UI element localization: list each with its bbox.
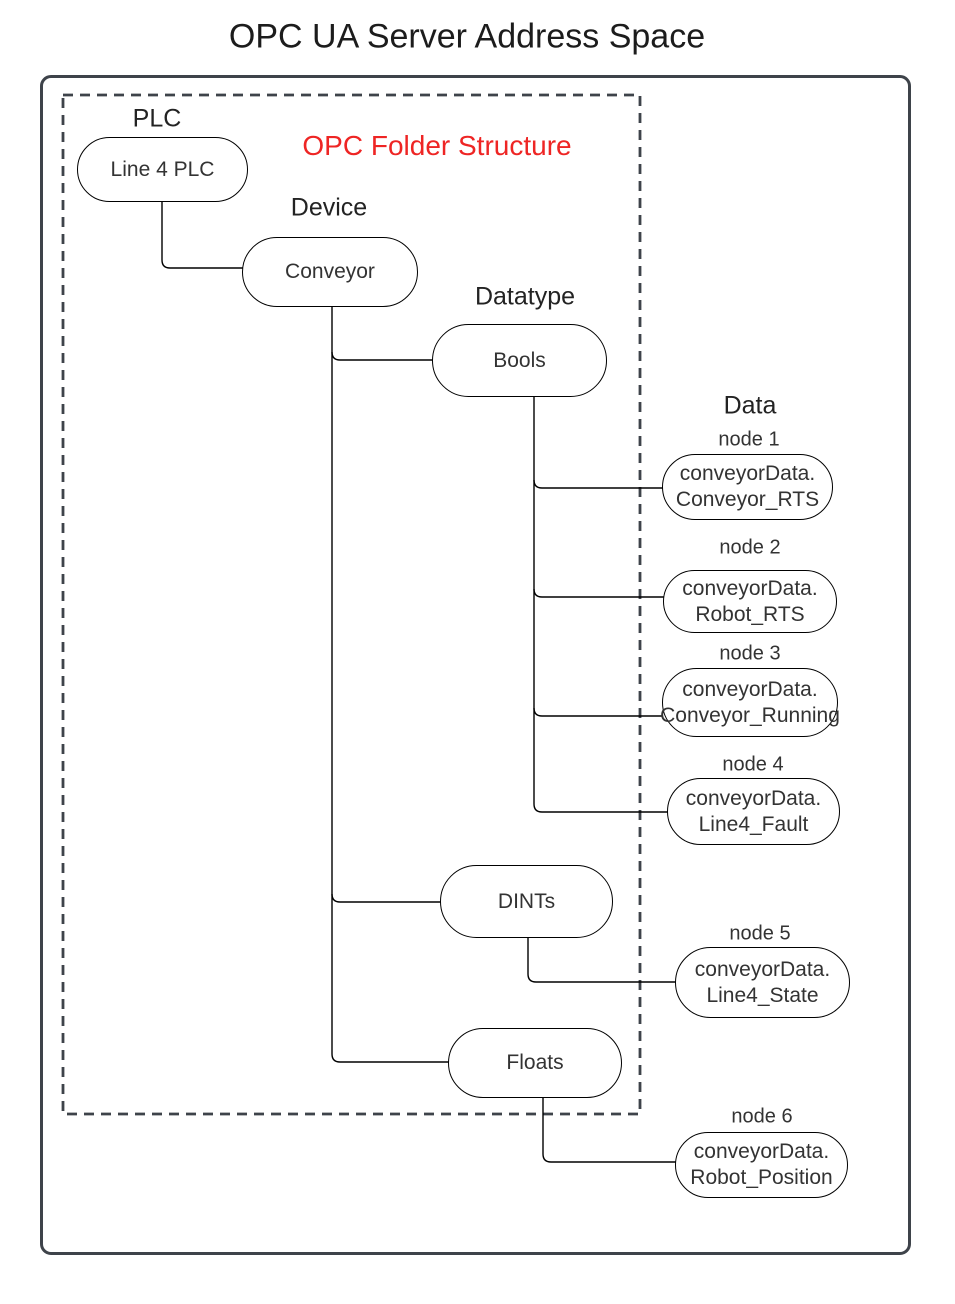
page-title: OPC UA Server Address Space xyxy=(228,17,706,56)
data-node-line2: Line4_Fault xyxy=(698,812,809,836)
tree-node-floats: Floats xyxy=(448,1028,622,1098)
data-node-1: conveyorData. Conveyor_RTS xyxy=(662,454,833,520)
data-node-line1: conveyorData. xyxy=(685,786,822,810)
tree-node-line4-plc: Line 4 PLC xyxy=(77,137,248,202)
data-node-line1: conveyorData. xyxy=(682,576,818,600)
annotation-opc-folder-structure: OPC Folder Structure xyxy=(302,130,572,161)
tree-node-label: Floats xyxy=(506,1051,564,1074)
column-header-data: Data xyxy=(723,391,777,420)
data-node-5-label: node 5 xyxy=(729,922,791,945)
data-node-5: conveyorData. Line4_State xyxy=(675,947,850,1018)
data-node-3: conveyorData. Conveyor_Running xyxy=(660,668,840,737)
address-space-frame xyxy=(40,75,911,1255)
column-header-plc: PLC xyxy=(132,104,182,133)
data-node-2: conveyorData. Robot_RTS xyxy=(663,570,837,633)
data-node-line2: Conveyor_RTS xyxy=(675,488,820,511)
data-node-1-label: node 1 xyxy=(718,428,780,451)
tree-node-conveyor: Conveyor xyxy=(242,237,418,307)
data-node-line2: Line4_State xyxy=(706,983,819,1007)
data-node-6-label: node 6 xyxy=(731,1105,793,1128)
data-node-2-label: node 2 xyxy=(719,536,781,559)
data-node-line2: Robot_RTS xyxy=(695,602,805,626)
data-node-line1: conveyorData. xyxy=(694,957,831,981)
data-node-line1: conveyorData. xyxy=(693,1140,830,1163)
column-header-datatype: Datatype xyxy=(474,282,576,311)
column-header-device: Device xyxy=(290,193,368,222)
data-node-line2: Conveyor_Running xyxy=(660,703,840,727)
tree-node-bools: Bools xyxy=(432,324,607,397)
tree-node-label: DINTs xyxy=(497,889,556,913)
tree-node-label: Conveyor xyxy=(285,260,375,283)
data-node-4: conveyorData. Line4_Fault xyxy=(667,778,840,845)
tree-node-dints: DINTs xyxy=(440,865,613,938)
tree-node-label: Line 4 PLC xyxy=(110,157,215,181)
data-node-4-label: node 4 xyxy=(722,753,784,776)
data-node-line2: Robot_Position xyxy=(690,1166,833,1189)
data-node-6: conveyorData. Robot_Position xyxy=(675,1132,848,1198)
data-node-3-label: node 3 xyxy=(719,642,781,665)
data-node-line1: conveyorData. xyxy=(679,462,816,485)
data-node-line1: conveyorData. xyxy=(682,677,818,701)
tree-node-label: Bools xyxy=(493,348,546,372)
